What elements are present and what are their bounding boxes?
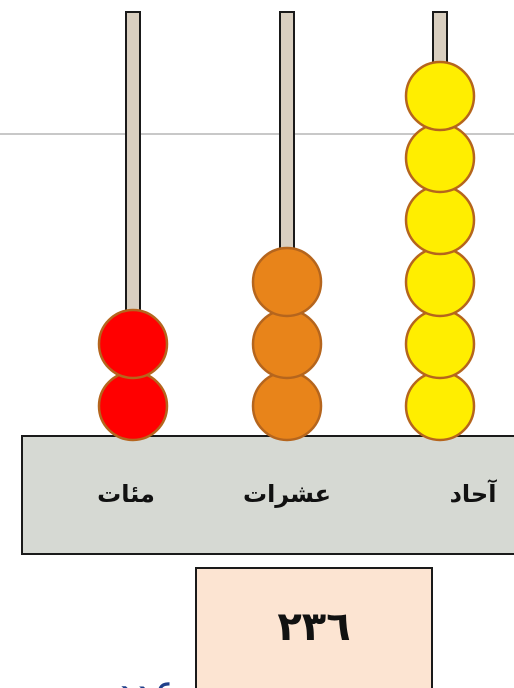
cut-off-text: عدد — [115, 667, 178, 688]
bead-ones — [406, 372, 474, 440]
label-tens: عشرات — [243, 480, 331, 508]
number-value: ٢٣٦ — [277, 604, 350, 650]
bead-ones — [406, 186, 474, 254]
bead-tens — [253, 310, 321, 378]
bead-tens — [253, 248, 321, 316]
label-hundreds: مئات — [97, 480, 155, 508]
bead-ones — [406, 124, 474, 192]
bead-ones — [406, 62, 474, 130]
bead-tens — [253, 372, 321, 440]
label-ones: آحاد — [450, 479, 498, 508]
bead-ones — [406, 248, 474, 316]
bead-ones — [406, 310, 474, 378]
bead-hundreds — [99, 372, 167, 440]
bead-hundreds — [99, 310, 167, 378]
